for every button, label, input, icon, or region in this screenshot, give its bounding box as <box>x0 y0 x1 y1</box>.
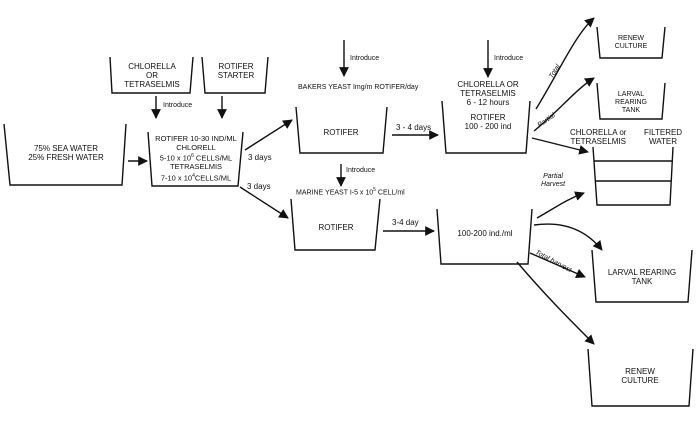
superscript: 5 <box>373 187 376 193</box>
text: TETRASELMIS <box>570 137 627 146</box>
arrow-to-filtered <box>531 137 589 155</box>
text: Partial <box>543 173 563 180</box>
text: LARVAL REARING <box>607 268 677 277</box>
label-introduce-3: Introduce <box>494 55 524 62</box>
superscript: 4 <box>192 172 195 179</box>
arrow-partial-harvest <box>536 191 585 219</box>
text: REARING <box>615 99 647 106</box>
text: 7-10 x 10 <box>160 173 193 182</box>
text: CELLS/ML <box>194 173 232 182</box>
label-days-upper: 3 days <box>248 153 272 162</box>
larval-lower-tub <box>591 249 693 303</box>
label-filtered-water: FILTERED WATER <box>644 128 682 146</box>
rotifer-lower-tub <box>290 198 381 251</box>
label-days-lower: 3 days <box>247 182 271 191</box>
text: WATER <box>649 137 678 146</box>
label-days-34-lower: 3-4 day <box>392 218 419 227</box>
arrow-mix-lower <box>239 186 289 219</box>
text: FILTERED <box>644 128 683 137</box>
filtered-tub <box>592 146 674 206</box>
text: TANK <box>631 277 653 286</box>
arrow-renew-lower <box>516 261 595 345</box>
label-partial-harvest: Partial Harvest <box>538 173 568 189</box>
seawater-tub <box>3 123 127 186</box>
rotifer-upper-tub <box>295 106 388 154</box>
arrow-mix-upper <box>244 119 293 151</box>
text: 75% SEA WATER <box>33 144 99 153</box>
renew-upper-tub <box>596 26 666 59</box>
text: CULTURE <box>621 376 659 385</box>
text: ROTIFER <box>470 113 506 122</box>
renew-lower-tub <box>587 348 694 407</box>
text: 5-10 x 106 CELLS/ML <box>150 152 242 163</box>
text: 6 - 12 hours <box>466 98 510 107</box>
ind-lower-tub <box>436 208 533 265</box>
larval-upper-tub <box>596 82 666 120</box>
label-larval-rearing-upper: LARVAL REARING TANK <box>600 91 662 115</box>
arrow-total-renew <box>535 17 595 110</box>
label-introduce-4: Introduce <box>346 167 376 174</box>
label-rotifer-lower: ROTIFER <box>318 223 354 232</box>
text: ROTIFER 10-30 IND/ML <box>155 134 237 143</box>
label-renew-culture-upper: RENEW CULTURE <box>600 35 662 51</box>
text: MARINE YEAST I-5 x 10 <box>296 189 374 197</box>
label-chlorella-or-tetraselmis: CHLORELLA OR TETRASELMIS <box>118 62 186 89</box>
label-chlorella-tetraselmis-upper: CHLORELLA OR TETRASELMIS 6 - 12 hours <box>448 80 528 107</box>
superscript: 6 <box>191 153 194 159</box>
text: RENEW <box>625 367 655 376</box>
label-rotifer-starter: ROTIFER STARTER <box>208 62 264 80</box>
text: CELL/ml <box>375 189 405 197</box>
text: CHLORELLA OR <box>457 80 519 89</box>
text: TANK <box>621 107 641 114</box>
text: TETRASELMIS <box>124 80 180 89</box>
label-rotifer-mix: ROTIFER 10-30 IND/ML CHLORELL 5-10 x 106… <box>150 134 242 183</box>
text: ROTIFER <box>218 62 254 71</box>
text: TETRASELMIS <box>460 89 516 98</box>
label-renew-culture-lower: RENEW CULTURE <box>594 367 686 385</box>
chlorella-starter-tub <box>109 56 194 94</box>
text: 7-10 x 104CELLS/ML <box>150 172 242 183</box>
arrow-to-larval-lower <box>533 223 603 251</box>
label-rotifer-upper: ROTIFER <box>323 128 359 137</box>
text: CHLORELLA or <box>570 128 627 137</box>
label-introduce-2: Introduce <box>350 55 380 62</box>
text: 5-10 x 10 <box>159 153 192 163</box>
text: RENEW <box>617 35 645 42</box>
text: OR <box>146 71 158 80</box>
text: CELLS/ML <box>193 153 233 163</box>
label-ind-ml: 100-200 ind./ml <box>457 229 513 238</box>
label-larval-rearing-lower: LARVAL REARING TANK <box>596 268 688 286</box>
text: TETRASELMIS <box>169 162 223 171</box>
label-rotifer-100-200: ROTIFER 100 - 200 ind <box>448 113 528 131</box>
text: STARTER <box>217 71 255 80</box>
rotifer-starter-tub <box>201 56 269 94</box>
text: CULTURE <box>614 43 648 50</box>
mix-tub <box>147 131 244 187</box>
label-bakers-yeast: BAKERS YEAST Img/m ROTIFER/day <box>298 84 419 91</box>
text: LARVAL <box>617 91 645 98</box>
arrow-total-harvest <box>529 252 586 278</box>
label-marine-yeast: MARINE YEAST I-5 x 105 CELL/ml <box>296 186 405 197</box>
label-chlorella-or-tetraselmis-right: CHLORELLA or TETRASELMIS <box>570 128 626 146</box>
text: Harvest <box>540 181 566 188</box>
chlorella-rotifer-tub <box>441 100 531 154</box>
text: CHLORELL <box>176 142 216 152</box>
arrow-partial-larval <box>533 77 595 132</box>
label-water-mix: 75% SEA WATER 25% FRESH WATER <box>12 144 120 162</box>
text: 25% FRESH WATER <box>28 153 104 162</box>
text: CHLORELLA <box>128 62 176 71</box>
text: 100 - 200 ind <box>464 122 512 131</box>
label-days-34-upper: 3 - 4 days <box>396 123 432 132</box>
label-introduce-1: Introduce <box>163 102 193 109</box>
